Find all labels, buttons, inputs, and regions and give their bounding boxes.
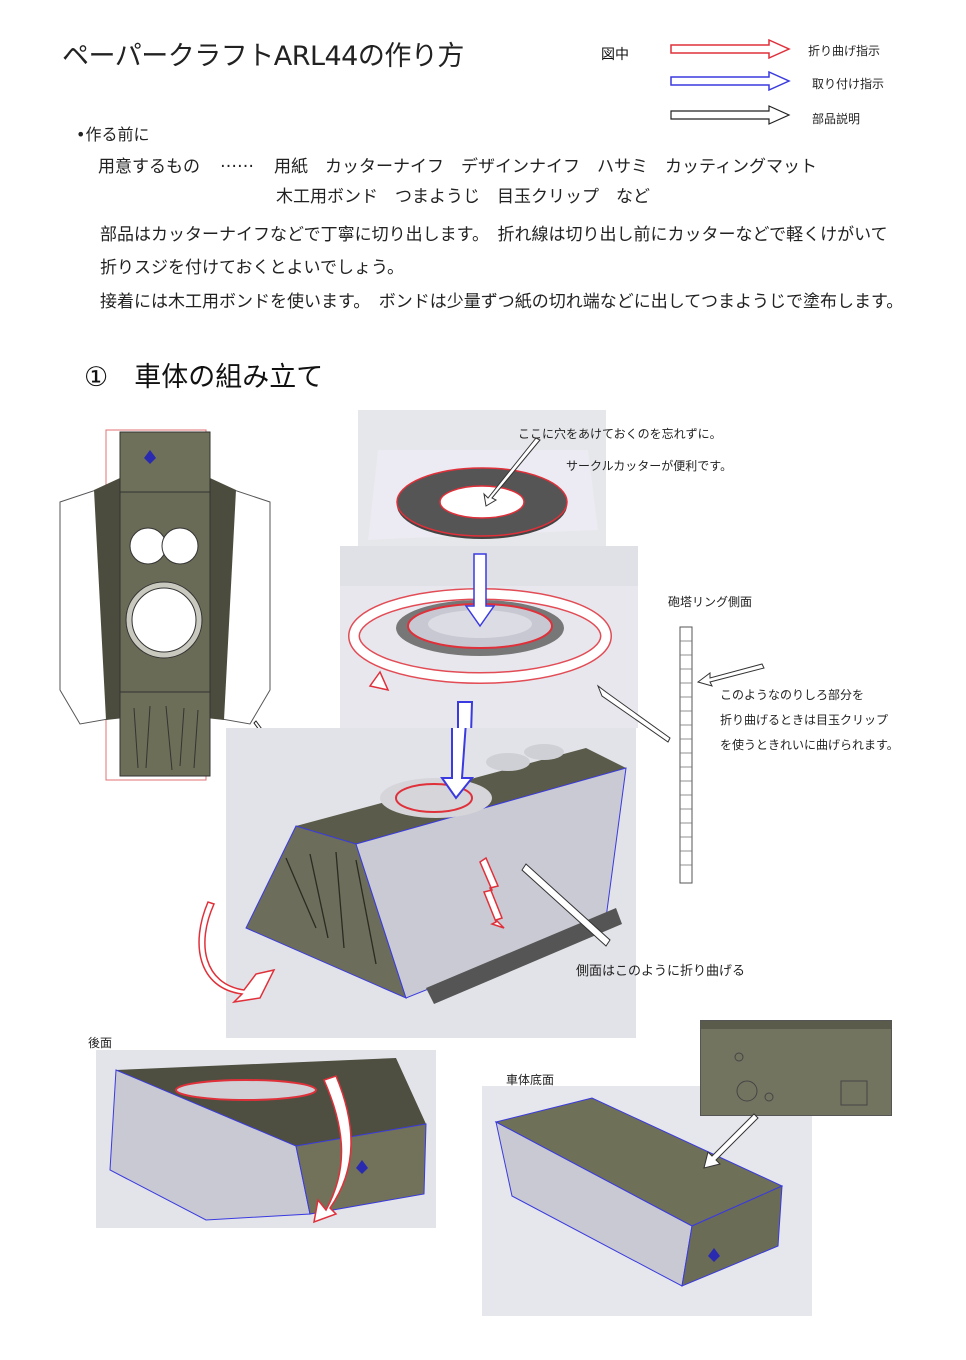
- bottom-detail-inset: [700, 1020, 892, 1116]
- hull-parts-sheet: [59, 429, 271, 781]
- hole-caption-line-1: ここに穴をあけておくのを忘れずに。: [518, 427, 722, 441]
- section-title: 車体の組み立て: [134, 362, 324, 393]
- club-mark-icon: [144, 450, 156, 464]
- inset-pointer-arrow: [703, 1113, 759, 1169]
- items-label: 用意するもの: [98, 157, 200, 177]
- section-number: ①: [84, 362, 109, 393]
- club-mark-icon: [708, 1248, 720, 1262]
- hull-assembly-photo: [226, 728, 636, 1038]
- legend-fold-label: 折り曲げ指示: [808, 44, 881, 58]
- ring-top-photo: [358, 410, 606, 548]
- clip-caption-line-2: 折り曲げるときは目玉クリップ: [720, 713, 889, 727]
- legend-arrows: [670, 38, 791, 125]
- page-title: ペーパークラフトARL44の作り方: [62, 41, 464, 72]
- clip-caption-line-3: を使うときれいに曲げられます。: [720, 738, 899, 752]
- legend-attach-label: 取り付け指示: [812, 77, 885, 91]
- tools-line-1: 用紙 カッターナイフ デザインナイフ ハサミ カッティングマット: [274, 157, 817, 177]
- hole-caption-line-2: サークルカッターが便利です。: [566, 459, 733, 473]
- legend-part-label: 部品説明: [812, 112, 861, 126]
- fold-arrow-icon: [670, 38, 791, 60]
- ring-side-caption: 砲塔リング側面: [668, 595, 753, 609]
- bottom-view-photo: [482, 1086, 812, 1316]
- intro-paragraph-2: 接着には木工用ボンドを使います。 ボンドは少量ずつ紙の切れ端などに出してつまよう…: [100, 292, 904, 312]
- clip-caption-line-1: このようなのりしろ部分を: [720, 688, 865, 702]
- intro-paragraph-1-line-2: 折りスジを付けておくとよいでしょう。: [100, 258, 404, 278]
- items-dots: ……: [220, 152, 254, 172]
- fold-curve-arrow-icon: [198, 901, 276, 1004]
- turret-ring-photo: [340, 546, 638, 728]
- club-mark-icon: [356, 1160, 368, 1174]
- part-arrow-icon: [670, 105, 791, 125]
- rear-view-photo: [96, 1050, 436, 1228]
- attach-arrow-icon: [670, 70, 791, 92]
- bottom-caption: 車体底面: [506, 1073, 555, 1087]
- ring-pointer-arrow: [596, 684, 671, 743]
- strip-pointer-arrow: [696, 663, 765, 687]
- legend-label: 図中: [601, 47, 629, 63]
- side-fold-caption: 側面はこのように折り曲げる: [576, 964, 746, 979]
- intro-heading: •作る前に: [76, 125, 150, 144]
- ring-side-strip: [679, 626, 693, 884]
- intro-paragraph-1-line-1: 部品はカッターナイフなどで丁寧に切り出します。 折れ線は切り出し前にカッターなど…: [100, 225, 888, 245]
- tools-line-2: 木工用ボンド つまようじ 目玉クリップ など: [276, 187, 650, 207]
- section-heading: ① 車体の組み立て: [84, 355, 323, 394]
- rear-caption: 後面: [88, 1036, 113, 1050]
